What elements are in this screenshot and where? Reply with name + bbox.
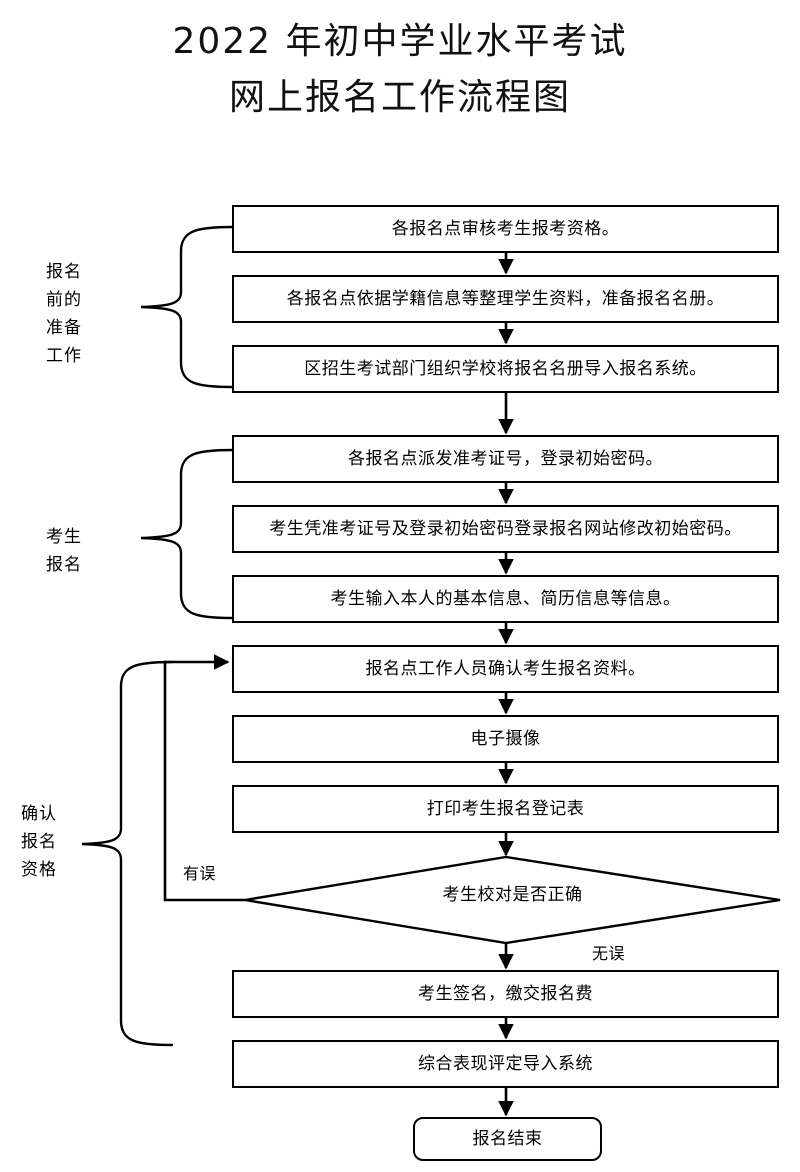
node-n10-label: 考生校对是否正确 <box>442 885 583 905</box>
node-n4[interactable]: 各报名点派发准考证号，登录初始密码。 <box>232 435 779 483</box>
node-n12-label: 综合表现评定导入系统 <box>418 1053 593 1074</box>
group-label-pre-registration-preparation: 报名前的准备工作 <box>46 262 82 367</box>
node-n2[interactable]: 各报名点依据学籍信息等整理学生资料，准备报名名册。 <box>232 275 779 323</box>
page-title: 2022 年初中学业水平考试 网上报名工作流程图 <box>0 14 800 126</box>
node-n3[interactable]: 区招生考试部门组织学校将报名名册导入报名系统。 <box>232 345 779 393</box>
node-n7-label: 报名点工作人员确认考生报名资料。 <box>365 658 646 679</box>
node-n6[interactable]: 考生输入本人的基本信息、简历信息等信息。 <box>232 575 779 623</box>
edge-label-no-error: 无误 <box>592 944 626 963</box>
node-n7[interactable]: 报名点工作人员确认考生报名资料。 <box>232 645 779 693</box>
group-label-confirm-registration-qualification: 确认报名资格 <box>21 804 57 881</box>
node-n3-label: 区招生考试部门组织学校将报名名册导入报名系统。 <box>304 358 707 379</box>
brace-group-1 <box>140 225 234 389</box>
node-n12[interactable]: 综合表现评定导入系统 <box>232 1040 779 1088</box>
node-n9[interactable]: 打印考生报名登记表 <box>232 785 779 833</box>
node-n5-label: 考生凭准考证号及登录初始密码登录报名网站修改初始密码。 <box>269 518 742 539</box>
node-n8-label: 电子摄像 <box>470 728 541 749</box>
brace-group-3 <box>81 660 174 1047</box>
group-label-candidate-registration: 考生报名 <box>46 527 82 576</box>
node-n11[interactable]: 考生签名，缴交报名费 <box>232 970 779 1018</box>
node-n6-label: 考生输入本人的基本信息、简历信息等信息。 <box>330 588 681 609</box>
node-n8[interactable]: 电子摄像 <box>232 715 779 763</box>
node-n5[interactable]: 考生凭准考证号及登录初始密码登录报名网站修改初始密码。 <box>232 505 779 553</box>
node-n13[interactable]: 报名结束 <box>413 1117 602 1161</box>
node-n9-label: 打印考生报名登记表 <box>426 798 585 819</box>
node-n1[interactable]: 各报名点审核考生报考资格。 <box>232 205 779 253</box>
node-n11-label: 考生签名，缴交报名费 <box>418 983 593 1004</box>
title-line-2: 网上报名工作流程图 <box>228 76 571 118</box>
brace-group-2 <box>140 448 234 620</box>
node-n1-label: 各报名点审核考生报考资格。 <box>391 218 620 239</box>
node-n13-label: 报名结束 <box>472 1128 543 1149</box>
title-line-1: 2022 年初中学业水平考试 <box>172 21 628 62</box>
node-n4-label: 各报名点派发准考证号，登录初始密码。 <box>348 448 663 469</box>
edge-label-error: 有误 <box>183 864 217 883</box>
node-n2-label: 各报名点依据学籍信息等整理学生资料，准备报名名册。 <box>286 288 725 309</box>
